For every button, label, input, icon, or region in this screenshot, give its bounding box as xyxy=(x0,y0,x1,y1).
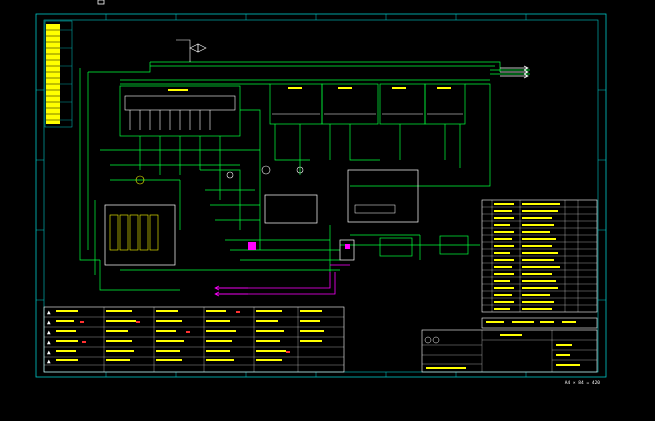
magenta-piping xyxy=(215,264,350,295)
svg-text:▲: ▲ xyxy=(47,349,51,356)
outlet-arrows xyxy=(500,65,529,79)
svg-text:▲: ▲ xyxy=(47,358,51,365)
sheet-tab xyxy=(97,0,105,5)
equipment xyxy=(104,39,469,266)
frame-ticks xyxy=(36,14,606,377)
svg-text:▲: ▲ xyxy=(47,339,51,346)
scale-note: A4 × 84 = 420 xyxy=(565,380,601,386)
svg-text:▲: ▲ xyxy=(47,319,51,326)
legend-table-top-left xyxy=(44,20,73,128)
tank-internals xyxy=(124,95,463,130)
tank-headers xyxy=(168,87,451,91)
inlet-arrows xyxy=(214,285,248,297)
outer-frame xyxy=(35,13,607,378)
svg-text:▲: ▲ xyxy=(47,329,51,336)
bottom-legend-grid: ▲ ▲ ▲ ▲ ▲ ▲ xyxy=(43,306,345,373)
svg-text:▲: ▲ xyxy=(47,309,51,316)
process-piping xyxy=(79,61,530,291)
title-block xyxy=(421,317,598,373)
equipment-list-table xyxy=(481,199,598,313)
